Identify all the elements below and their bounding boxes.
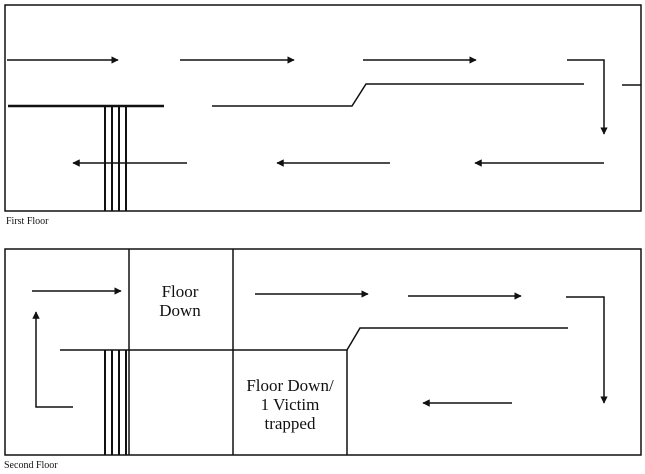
room-label-line: Floor <box>161 282 199 301</box>
room-label-floor-down: Floor Down <box>140 282 220 320</box>
second-floor-stairs <box>104 350 127 455</box>
second-floor-outline <box>4 248 642 456</box>
arrow-corner-up <box>32 311 73 408</box>
first-floor-corridor-wall-right <box>212 83 584 107</box>
room-label-line: 1 Victim <box>260 395 320 414</box>
room-label-victim-trapped: Floor Down/ 1 Victim trapped <box>235 376 345 433</box>
room-label-line: Down <box>159 301 201 320</box>
first-floor-outline <box>4 4 642 212</box>
second-floor-corridor-wall-right <box>346 327 568 351</box>
room-label-line: trapped <box>264 414 316 433</box>
first-floor-stairs <box>104 106 127 211</box>
arrow-corner-down <box>566 296 608 404</box>
second-floor-caption: Second Floor <box>4 460 58 471</box>
first-floor-caption: First Floor <box>6 216 49 227</box>
arrow-corner-down <box>567 59 608 135</box>
room-label-line: Floor Down/ <box>246 376 334 395</box>
